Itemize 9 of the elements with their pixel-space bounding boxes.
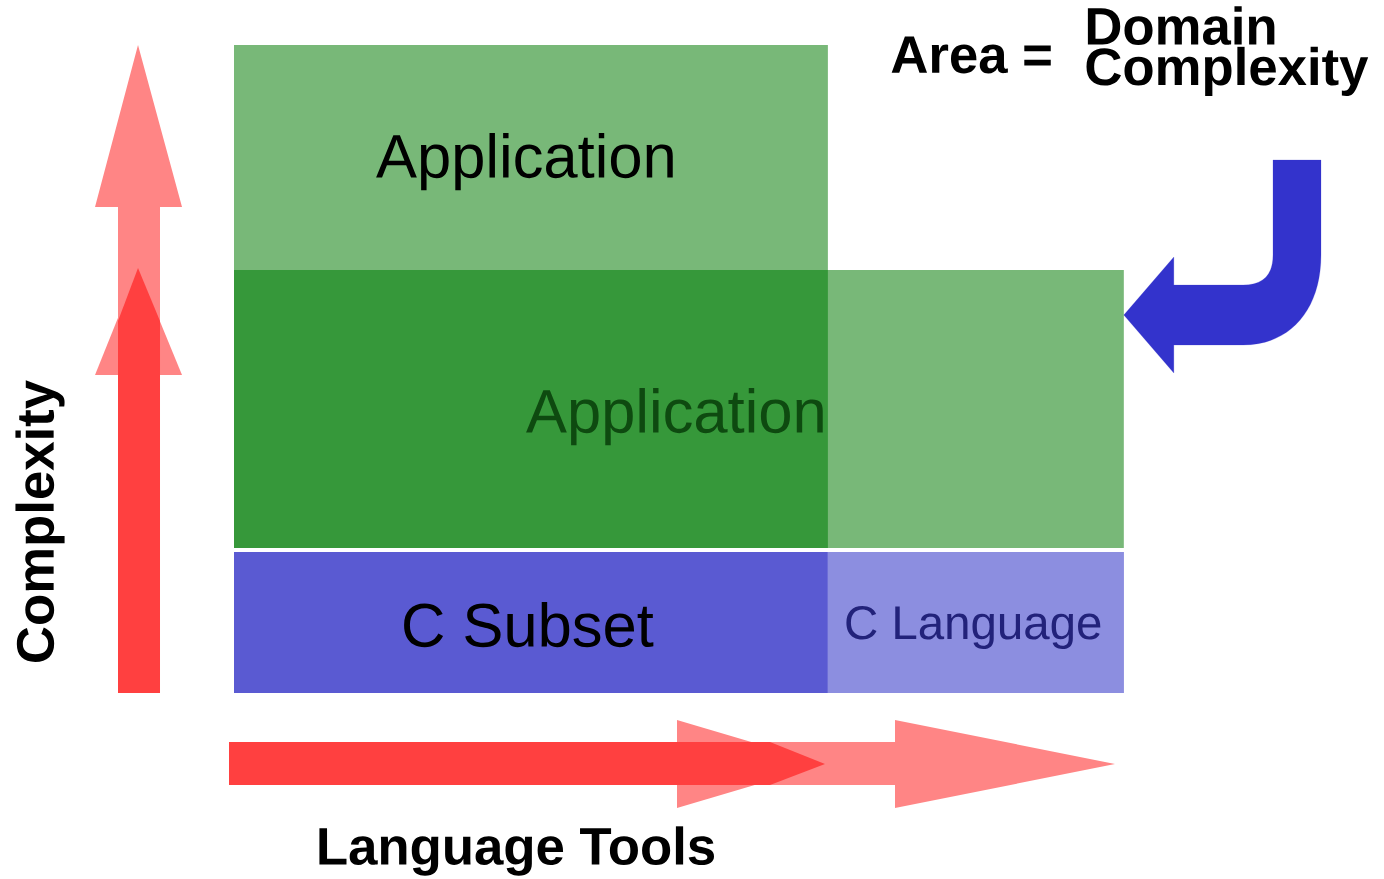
application-box: Application	[234, 45, 828, 270]
curved-arrow	[1123, 159, 1322, 374]
language-box: C Language	[828, 552, 1124, 693]
axis-label: Language Tools	[319, 826, 714, 876]
application-box: Application	[234, 270, 1124, 548]
axis-label: Complexity	[15, 380, 65, 662]
subset-box: C Subset	[234, 552, 828, 693]
formula-text: Area =	[891, 36, 1051, 74]
formula-text: Domain Complexity	[1086, 6, 1369, 96]
